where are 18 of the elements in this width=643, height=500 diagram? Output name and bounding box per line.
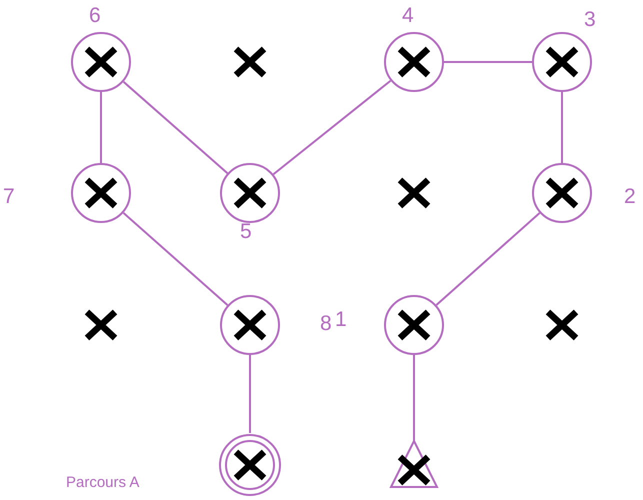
point-number: 3 xyxy=(584,9,596,30)
point-number: 8 xyxy=(320,313,332,334)
path-line xyxy=(122,212,228,306)
path-line xyxy=(413,355,415,441)
path-line xyxy=(122,81,228,174)
path-line xyxy=(249,355,251,433)
point-number: 1 xyxy=(335,309,347,330)
path-line xyxy=(272,80,392,176)
point-number: 2 xyxy=(624,186,636,207)
path-line xyxy=(444,61,532,63)
point-number: 4 xyxy=(402,5,414,26)
path-line xyxy=(436,212,540,306)
path-line xyxy=(561,92,563,163)
path-line xyxy=(100,92,102,163)
point-number: 6 xyxy=(89,5,101,26)
point-number: 7 xyxy=(3,186,15,207)
point-number: 5 xyxy=(240,221,252,242)
route-label: Parcours A xyxy=(66,474,140,491)
